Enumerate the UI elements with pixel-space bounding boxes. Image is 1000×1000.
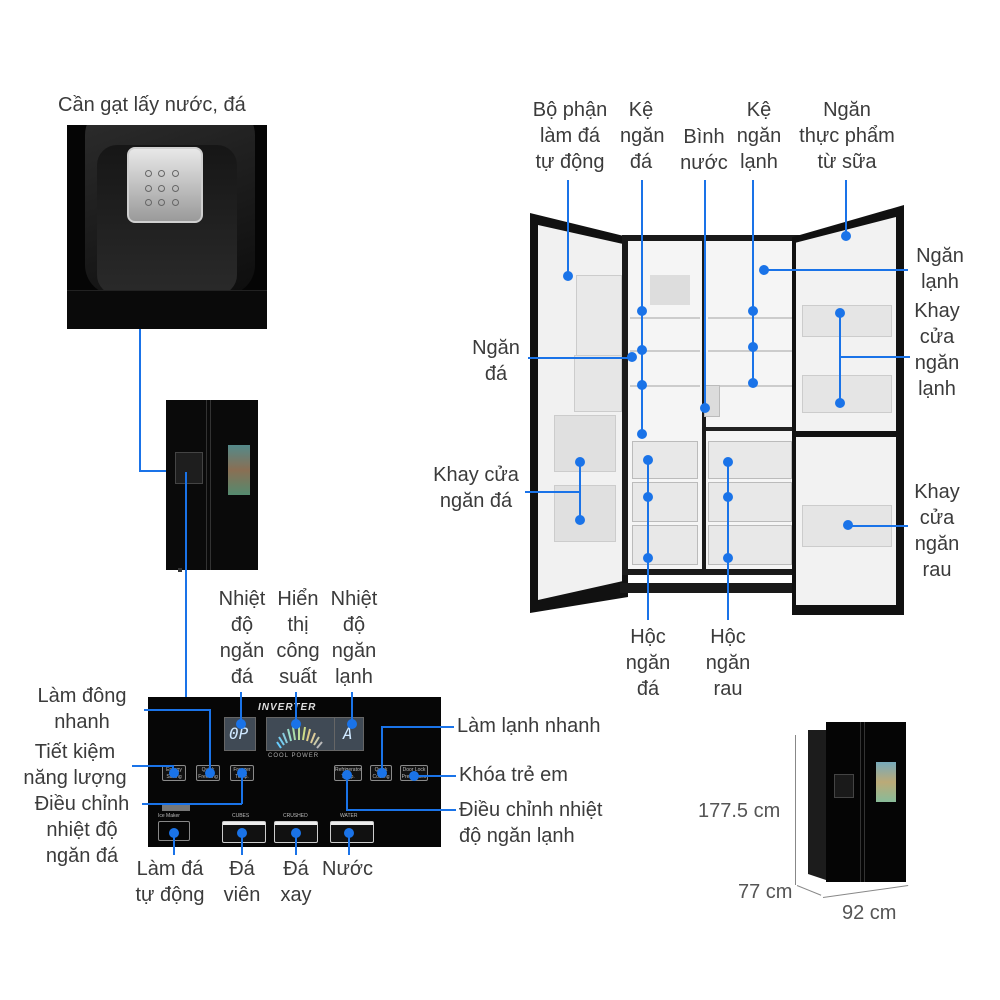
freezer-adjust-label: Điều chỉnh nhiệt độ ngăn đá xyxy=(34,793,130,867)
ice-maker-strip xyxy=(162,805,190,811)
ice-maker-label: Ice Maker xyxy=(158,813,180,819)
open-fridge xyxy=(530,205,905,615)
water-callout-label: Nước xyxy=(322,858,373,880)
auto-ice-label: Làm đá tự động xyxy=(135,858,205,906)
freezer-comp-label: Ngăn đá xyxy=(472,337,520,385)
cubes-callout-label: Đá viên xyxy=(223,858,261,906)
water-tank-label: Bình nước xyxy=(680,126,728,174)
cool-shelf-label: Kệ ngăn lạnh xyxy=(736,99,782,173)
power-display-label: Hiển thị công suất xyxy=(276,588,320,688)
crushed-label: CRUSHED xyxy=(283,813,308,819)
panel-brand: INVERTER xyxy=(258,702,317,713)
fridge-front-small xyxy=(166,400,258,572)
fridge-3d xyxy=(808,722,908,882)
lever-label: Cần gạt lấy nước, đá xyxy=(58,94,246,116)
veg-drawer-label: Hộc ngăn rau xyxy=(705,626,751,700)
freezer-drawer-label: Hộc ngăn đá xyxy=(625,626,671,700)
energy-saving-label: Tiết kiệm năng lượng xyxy=(23,741,127,789)
dairy-label: Ngăn thực phẩm từ sữa xyxy=(799,99,895,173)
child-lock-label: Khóa trẻ em xyxy=(459,764,568,786)
fridge-temp-label: Nhiệt độ ngăn lạnh xyxy=(330,588,378,688)
freezer-temp-label: Nhiệt độ ngăn đá xyxy=(218,588,266,688)
water-label: WATER xyxy=(340,813,358,819)
dimension-lines xyxy=(795,735,910,910)
fridge-adjust-label: Điều chỉnh nhiệt độ ngăn lạnh xyxy=(459,799,603,847)
width-label: 92 cm xyxy=(842,902,897,924)
cool-power-text: COOL POWER xyxy=(268,753,320,759)
crushed-callout-label: Đá xay xyxy=(280,858,312,906)
freezer-door-tray-label: Khay cửa ngăn đá xyxy=(433,464,519,512)
ice-shelf-label: Kệ ngăn đá xyxy=(620,99,665,173)
quick-freeze-label: Làm đông nhanh xyxy=(37,685,127,733)
veg-door-tray-label: Khay cửa ngăn rau xyxy=(914,481,960,581)
dispenser-lever-icon xyxy=(127,147,203,223)
dispenser-closeup xyxy=(67,125,267,329)
depth-label: 77 cm xyxy=(738,881,793,903)
fridge-comp-label: Ngăn lạnh xyxy=(916,245,964,293)
cubes-label: CUBES xyxy=(232,813,250,819)
fridge-door-tray-label: Khay cửa ngăn lạnh xyxy=(914,300,960,400)
power-display xyxy=(266,717,336,751)
ice-maker-auto-label: Bộ phận làm đá tự động xyxy=(532,99,608,173)
quick-cool-label: Làm lạnh nhanh xyxy=(457,715,601,737)
height-label: 177.5 cm xyxy=(698,800,781,822)
